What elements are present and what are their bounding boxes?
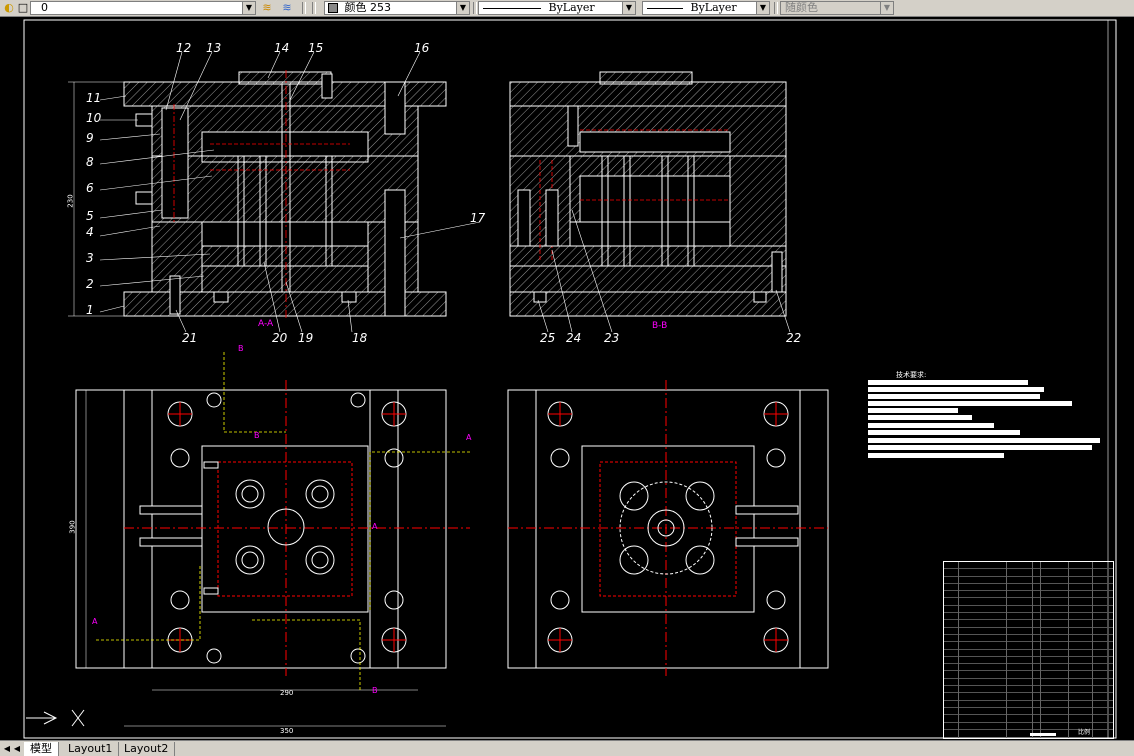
section-marker-a: A — [466, 433, 472, 442]
part-number-label: 19 — [298, 331, 314, 345]
model-space-canvas[interactable]: 1 2 3 4 5 6 8 9 10 11 12 13 14 15 16 17 … — [0, 17, 1134, 740]
part-number-label: 14 — [274, 41, 290, 55]
layout-tabs-bar: ◀ ◀ 模型 Layout1 Layout2 — [0, 740, 1134, 756]
section-marker-a: A — [92, 617, 98, 626]
lineweight-sample — [647, 8, 683, 9]
notes-line — [868, 387, 1044, 392]
notes-line — [868, 401, 1072, 406]
plan-view-right — [507, 380, 829, 676]
title-block-text — [1030, 733, 1056, 736]
section-marker-a: A — [372, 522, 378, 531]
chevron-down-icon[interactable]: ▼ — [880, 2, 893, 14]
part-number-label: 6 — [86, 181, 94, 195]
part-number-label: 16 — [414, 41, 430, 55]
part-number-label: 12 — [176, 41, 192, 55]
plotstyle-dropdown-value: 随颜色 — [785, 1, 818, 14]
notes-line — [868, 423, 994, 428]
drawing-svg — [23, 19, 1117, 739]
layer-previous-icon[interactable]: ≋ — [282, 1, 292, 14]
notes-line — [868, 408, 958, 413]
part-number-label: 1 — [86, 303, 94, 317]
notes-line — [868, 415, 972, 420]
part-number-label: 15 — [308, 41, 324, 55]
section-aa-view — [68, 51, 481, 333]
linetype-dropdown[interactable]: ByLayer ▼ — [478, 1, 636, 15]
notes-title: 技术要求: — [896, 371, 927, 379]
layer-make-current-icon[interactable]: ≋ — [262, 1, 272, 14]
section-marker-b: B — [238, 344, 244, 353]
color-dropdown[interactable]: 颜色 253 ▼ — [324, 1, 470, 15]
toolbar-separator — [774, 2, 778, 14]
notes-line — [868, 394, 1040, 399]
plotstyle-dropdown[interactable]: 随颜色 ▼ — [780, 1, 894, 15]
tab-model[interactable]: 模型 — [24, 742, 59, 756]
part-number-label: 20 — [272, 331, 288, 345]
linetype-sample — [483, 8, 541, 9]
layer-color-swatch-icon: □ — [17, 1, 29, 14]
chevron-down-icon[interactable]: ▼ — [456, 2, 469, 14]
linetype-dropdown-value: ByLayer — [548, 1, 595, 14]
dimension-text: 290 — [280, 689, 294, 697]
tab-first-icon[interactable]: ◀ — [3, 744, 11, 753]
part-number-label: 10 — [86, 111, 102, 125]
lineweight-dropdown[interactable]: ByLayer ▼ — [642, 1, 770, 15]
layer-dropdown-value: 0 — [41, 1, 48, 14]
dimension-text: 350 — [280, 727, 294, 735]
part-number-label: 17 — [470, 211, 486, 225]
properties-toolbar: ◐ □ 0 ▼ ≋ ≋ 颜色 253 ▼ ByLayer ▼ ByLayer ▼… — [0, 0, 1134, 17]
dimension-text: 390 — [68, 520, 77, 534]
color-swatch-icon — [328, 3, 338, 13]
part-number-label: 22 — [786, 331, 802, 345]
color-dropdown-value: 颜色 253 — [344, 1, 392, 14]
part-number-label: 11 — [86, 91, 102, 105]
part-number-label: 4 — [86, 225, 94, 239]
section-label-aa: A-A — [258, 319, 274, 329]
part-number-label: 25 — [540, 331, 556, 345]
plan-view-left — [75, 352, 470, 727]
chevron-down-icon[interactable]: ▼ — [756, 2, 769, 14]
notes-line — [868, 438, 1100, 443]
sheet-border — [23, 19, 1117, 739]
dimension-text: 230 — [66, 194, 75, 208]
section-marker-b: B — [372, 686, 378, 695]
title-block-label: 比例 — [1078, 729, 1091, 736]
section-marker-b: B — [254, 431, 260, 440]
toolbar-separator — [302, 2, 306, 14]
layer-dropdown[interactable]: 0 ▼ — [30, 1, 256, 15]
notes-line — [868, 380, 1028, 385]
toolbar-separator — [473, 2, 477, 14]
part-number-label: 13 — [206, 41, 222, 55]
notes-line — [868, 445, 1092, 450]
ucs-icon — [26, 709, 85, 727]
part-number-label: 24 — [566, 331, 582, 345]
part-number-label: 18 — [352, 331, 368, 345]
part-number-label: 21 — [182, 331, 198, 345]
notes-line — [868, 430, 1020, 435]
part-number-label: 3 — [86, 251, 94, 265]
tab-layout2[interactable]: Layout2 — [118, 742, 176, 756]
parts-list-table — [943, 561, 1114, 739]
part-number-label: 5 — [86, 209, 94, 223]
part-number-label: 2 — [86, 277, 94, 291]
part-number-label: 8 — [86, 155, 94, 169]
section-bb-view — [509, 71, 791, 333]
chevron-down-icon[interactable]: ▼ — [622, 2, 635, 14]
chevron-down-icon[interactable]: ▼ — [242, 2, 255, 14]
tab-layout1[interactable]: Layout1 — [62, 742, 120, 756]
layer-state-icon[interactable]: ◐ — [4, 1, 14, 14]
part-number-label: 23 — [604, 331, 620, 345]
part-number-label: 9 — [86, 131, 94, 145]
tab-prev-icon[interactable]: ◀ — [13, 744, 21, 753]
toolbar-separator — [312, 2, 316, 14]
notes-line — [868, 453, 1004, 458]
lineweight-dropdown-value: ByLayer — [690, 1, 737, 14]
section-label-bb: B-B — [652, 321, 668, 331]
